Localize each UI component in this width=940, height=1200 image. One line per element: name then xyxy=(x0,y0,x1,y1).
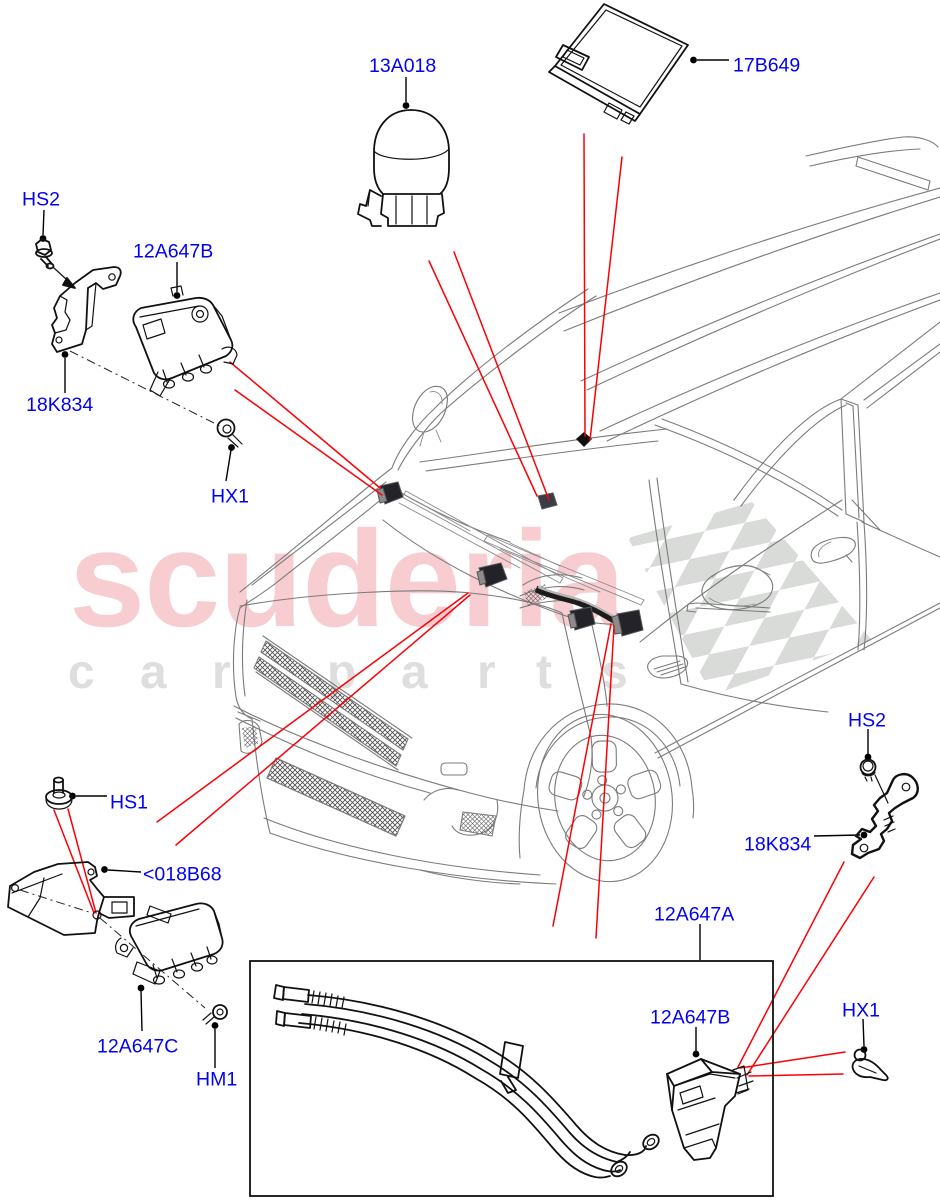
svg-text:HX1: HX1 xyxy=(842,1000,880,1022)
svg-text:r: r xyxy=(477,646,496,699)
svg-text:r: r xyxy=(212,646,231,699)
svg-text:18K834: 18K834 xyxy=(744,834,811,856)
svg-text:a: a xyxy=(140,646,167,699)
svg-text:HM1: HM1 xyxy=(196,1069,237,1091)
svg-text:12A647B: 12A647B xyxy=(133,241,213,263)
svg-text:<018B68: <018B68 xyxy=(143,864,222,886)
svg-text:18K834: 18K834 xyxy=(26,394,93,416)
svg-text:HS2: HS2 xyxy=(848,710,886,732)
svg-text:HS2: HS2 xyxy=(22,189,60,211)
svg-text:c: c xyxy=(68,646,95,699)
svg-text:t: t xyxy=(536,646,552,699)
svg-text:HS1: HS1 xyxy=(110,792,148,814)
svg-text:HX1: HX1 xyxy=(211,486,249,508)
svg-text:13A018: 13A018 xyxy=(369,55,436,77)
svg-text:12A647C: 12A647C xyxy=(97,1036,178,1058)
svg-text:12A647B: 12A647B xyxy=(650,1007,730,1029)
svg-text:12A647A: 12A647A xyxy=(654,904,734,926)
svg-text:a: a xyxy=(401,646,428,699)
svg-text:17B649: 17B649 xyxy=(733,55,800,77)
